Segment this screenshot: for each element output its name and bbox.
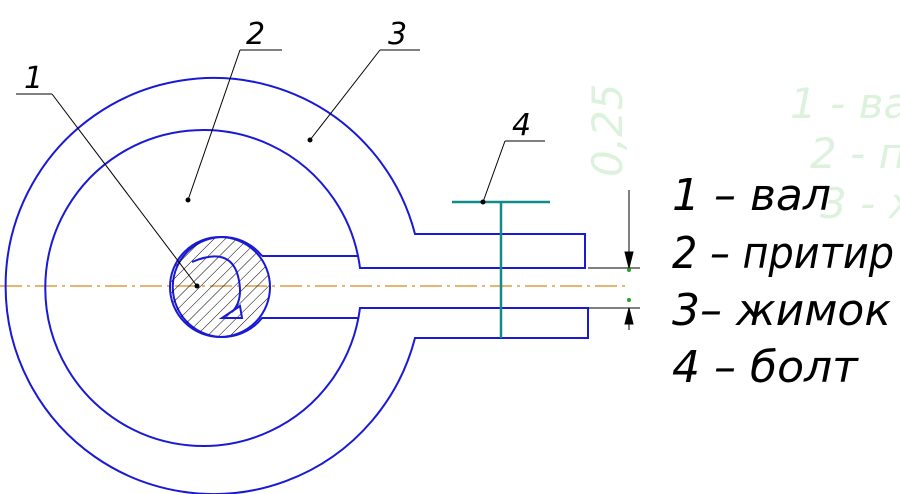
legend-item-1: 1 – вал — [672, 170, 831, 221]
shaft-section — [169, 236, 271, 338]
dimension-marks — [588, 190, 640, 330]
leader-number-2: 2 — [246, 17, 265, 52]
legend-item-4: 4 – болт — [672, 342, 859, 393]
ghost-text-layer: 1 - ва 2 - п 3 - жи 0,25 — [583, 79, 900, 228]
leader-number-4: 4 — [512, 108, 531, 143]
legend-item-2: 2 – притир — [672, 228, 894, 279]
arrow-head-icon — [218, 304, 244, 319]
svg-text:1 - ва: 1 - ва — [790, 79, 900, 128]
leader-number-3: 3 — [388, 17, 407, 52]
leader-dots — [185, 137, 486, 289]
legend-item-3: 3– жимок — [672, 285, 891, 336]
rotation-arrow-icon — [191, 255, 241, 313]
bolt — [452, 200, 550, 338]
leader-number-1: 1 — [24, 61, 43, 96]
svg-text:0,25: 0,25 — [583, 83, 632, 177]
leader-lines — [16, 49, 545, 287]
svg-text:3 - жи: 3 - жи — [820, 179, 900, 228]
clamp-outer-contour — [4, 77, 589, 494]
svg-text:2 - п: 2 - п — [810, 129, 900, 178]
legend: 1 – вал 2 – притир 3– жимок 4 – болт — [672, 170, 894, 393]
